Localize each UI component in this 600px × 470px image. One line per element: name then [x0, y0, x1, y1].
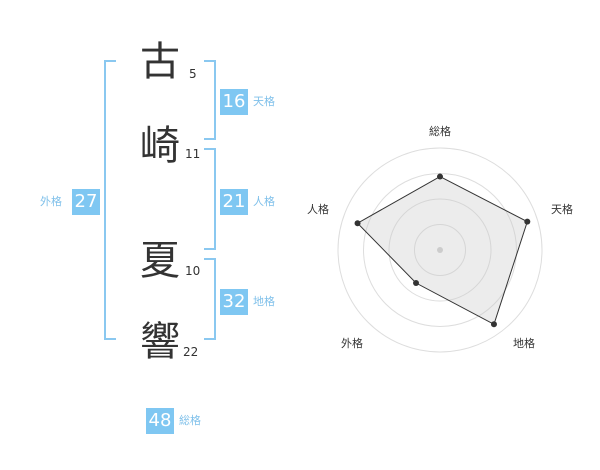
radar-grid-ring: [388, 198, 492, 302]
radar-axis-label-chikaku: 地格: [513, 337, 535, 350]
jinkaku-bracket: [204, 148, 216, 250]
radar-point-2: [524, 218, 531, 225]
fortune-radar-chart: [337, 147, 543, 353]
radar-point-3: [490, 321, 497, 328]
stroke-count-3: 10: [185, 264, 201, 278]
name-char-4: 響: [140, 319, 180, 365]
tenkaku-value-badge: 16: [220, 89, 248, 115]
chikaku-label: 地格: [253, 295, 275, 308]
jinkaku-label: 人格: [253, 195, 275, 208]
radar-axis-label-jinkaku: 人格: [307, 203, 329, 216]
gaikaku-bracket: [104, 60, 116, 340]
gaikaku-label: 外格: [40, 195, 62, 208]
radar-axis-label-tenkaku: 天格: [551, 203, 573, 216]
gaikaku-value-badge: 27: [72, 189, 100, 215]
soukaku-label: 総格: [179, 414, 201, 427]
chikaku-bracket: [204, 258, 216, 340]
chikaku-value-badge: 32: [220, 289, 248, 315]
radar-point-4: [413, 280, 420, 287]
radar-axis-label-soukaku: 総格: [429, 125, 451, 138]
radar-point-5: [354, 220, 361, 227]
stroke-count-1: 5: [189, 67, 197, 81]
radar-center-dot: [437, 247, 443, 253]
name-char-2: 崎: [140, 123, 180, 169]
radar-grid-ring: [363, 173, 517, 327]
radar-grid-ring: [414, 224, 466, 276]
stroke-count-4: 22: [183, 345, 199, 359]
stroke-count-2: 11: [185, 147, 201, 161]
soukaku-value-badge: 48: [146, 408, 174, 434]
jinkaku-value-badge: 21: [220, 189, 248, 215]
name-char-3: 夏: [140, 238, 180, 284]
radar-axis-label-gaikaku: 外格: [341, 337, 363, 350]
radar-point-1: [437, 173, 443, 180]
name-char-1: 古: [140, 39, 180, 85]
tenkaku-label: 天格: [253, 95, 275, 108]
tenkaku-bracket: [204, 60, 216, 140]
